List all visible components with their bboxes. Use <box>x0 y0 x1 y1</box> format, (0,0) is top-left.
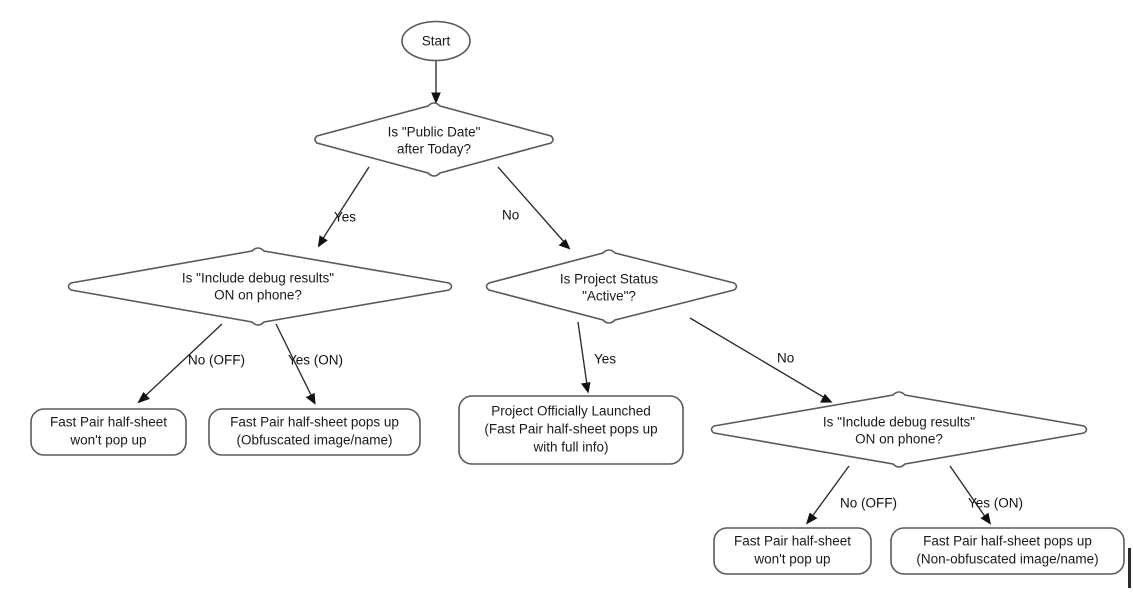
edge-label-yes-1: Yes <box>334 210 356 225</box>
node-terminal-no-popup-right-line2: won't pop up <box>753 552 830 567</box>
edge-label-yes-on-1: Yes (ON) <box>288 353 343 368</box>
edge-decision2-yeson-to-terminal2: Yes (ON) <box>275 323 343 405</box>
edge-label-no-2: No <box>777 351 794 366</box>
edge-decision1-yes-to-decision2: Yes <box>317 166 370 248</box>
edge-decision3-no-to-decision4: No <box>689 317 833 403</box>
edge-start-to-decision1 <box>431 61 441 104</box>
node-terminal-non-obfuscated-line1: Fast Pair half-sheet pops up <box>923 534 1092 549</box>
node-terminal-officially-launched-line3: with full info) <box>532 440 608 455</box>
node-terminal-obfuscated[interactable]: Fast Pair half-sheet pops up (Obfuscated… <box>208 408 421 456</box>
edge-decision2-nooff-to-terminal1: No (OFF) <box>137 323 245 404</box>
node-start-label: Start <box>422 34 451 49</box>
edge-label-no-off-2: No (OFF) <box>840 496 897 511</box>
node-terminal-obfuscated-line1: Fast Pair half-sheet pops up <box>230 415 399 430</box>
node-terminal-no-popup-left[interactable]: Fast Pair half-sheet won't pop up <box>30 408 187 456</box>
node-decision-project-status-line1: Is Project Status <box>560 272 659 287</box>
node-terminal-non-obfuscated[interactable]: Fast Pair half-sheet pops up (Non-obfusc… <box>890 527 1125 575</box>
node-decision-project-status[interactable]: Is Project Status "Active"? <box>485 249 738 324</box>
edge-label-yes-2: Yes <box>594 352 616 367</box>
edge-label-yes-on-2: Yes (ON) <box>968 496 1023 511</box>
node-terminal-no-popup-left-line2: won't pop up <box>69 433 146 448</box>
node-start[interactable]: Start <box>401 20 471 62</box>
edge-label-no-1: No <box>502 208 519 223</box>
node-decision-debug-right[interactable]: Is "Include debug results" ON on phone? <box>710 391 1088 468</box>
node-decision-debug-right-line2: ON on phone? <box>855 432 943 447</box>
node-decision-project-status-line2: "Active"? <box>582 289 636 304</box>
node-terminal-no-popup-right[interactable]: Fast Pair half-sheet won't pop up <box>713 527 872 575</box>
node-decision-debug-left-line1: Is "Include debug results" <box>182 271 334 286</box>
node-terminal-no-popup-right-line1: Fast Pair half-sheet <box>734 534 851 549</box>
edge-label-no-off-1: No (OFF) <box>188 353 245 368</box>
edge-decision3-yes-to-terminal3: Yes <box>577 321 616 394</box>
node-terminal-officially-launched-line1: Project Officially Launched <box>491 404 651 419</box>
node-terminal-no-popup-left-line1: Fast Pair half-sheet <box>50 415 167 430</box>
node-terminal-officially-launched[interactable]: Project Officially Launched (Fast Pair h… <box>458 395 684 465</box>
node-terminal-non-obfuscated-line2: (Non-obfuscated image/name) <box>916 552 1098 567</box>
edge-decision4-yeson-to-terminal5: Yes (ON) <box>949 465 1023 525</box>
node-decision-debug-left[interactable]: Is "Include debug results" ON on phone? <box>67 247 453 326</box>
edge-decision4-nooff-to-terminal4: No (OFF) <box>806 465 897 525</box>
node-decision-debug-left-line2: ON on phone? <box>214 288 302 303</box>
edge-decision1-no-to-decision3: No <box>497 166 571 250</box>
node-terminal-officially-launched-line2: (Fast Pair half-sheet pops up <box>484 422 657 437</box>
node-decision-public-date[interactable]: Is "Public Date" after Today? <box>314 102 554 177</box>
node-terminal-obfuscated-line2: (Obfuscated image/name) <box>236 433 392 448</box>
node-decision-public-date-line1: Is "Public Date" <box>388 125 481 140</box>
page-margin-tick <box>1128 548 1131 588</box>
node-decision-debug-right-line1: Is "Include debug results" <box>823 415 975 430</box>
node-decision-public-date-line2: after Today? <box>397 142 471 157</box>
